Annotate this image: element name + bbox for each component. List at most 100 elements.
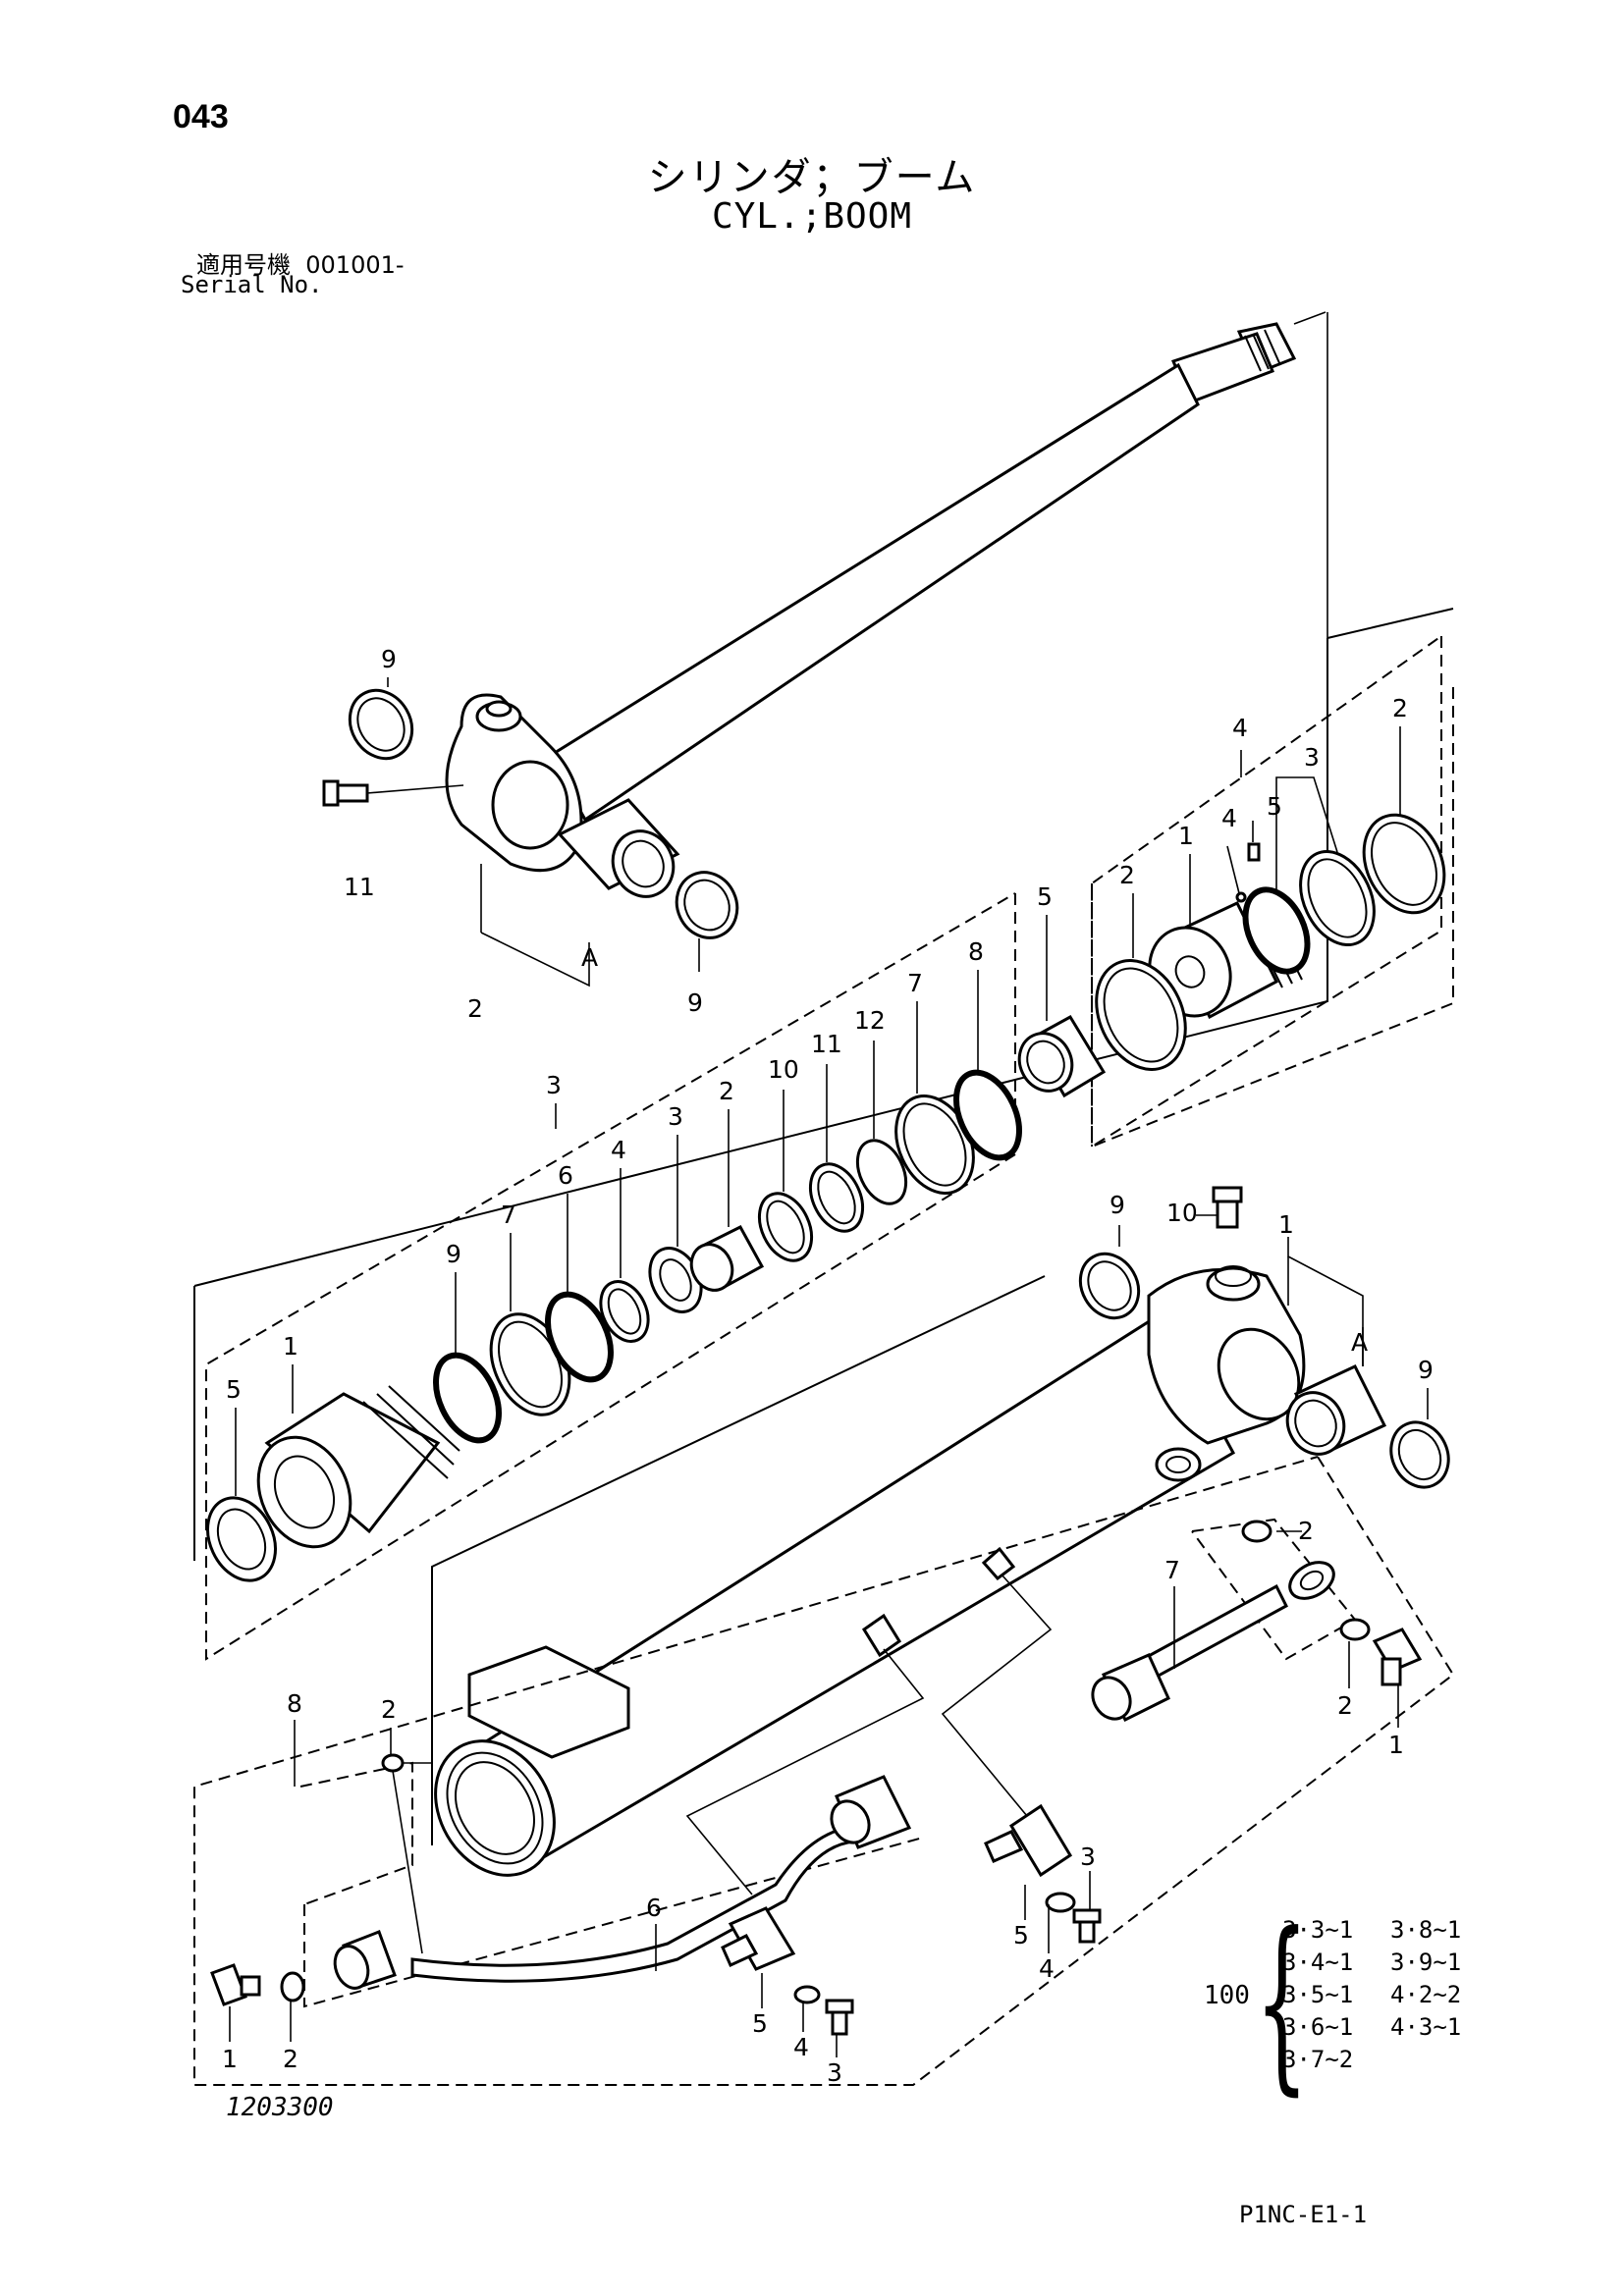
tube-seal-ring-9: [1078, 1252, 1141, 1320]
callout-pipe-2: 2: [381, 1695, 397, 1724]
callout-rod-2: 2: [467, 994, 483, 1023]
leader-2-bracket: [480, 932, 590, 988]
callout-head-8: 8: [968, 937, 984, 966]
piston-rod: [547, 311, 1328, 1001]
pipe-group-box-top: [299, 1761, 413, 1905]
kit-entry: 3·8~1: [1390, 1916, 1462, 1944]
callout-rod-11: 11: [344, 873, 375, 901]
page-number: 043: [173, 98, 229, 135]
pipe-oring-2-top: [381, 1753, 405, 1773]
callout-pipe-5: 5: [752, 2009, 768, 2038]
callout-piston-5: 5: [1267, 792, 1282, 821]
callout-piston-3: 3: [1304, 743, 1320, 772]
clamp-bolt-left: [825, 1999, 854, 2036]
head-seal-3-inner: [659, 1258, 692, 1302]
rod-eye: [445, 693, 583, 873]
callout-fit-2b: 2: [1337, 1691, 1353, 1720]
callout-head-12: 12: [854, 1006, 886, 1035]
callout-head-group: 3: [546, 1071, 562, 1099]
clamp-washer-left: [793, 1985, 821, 2004]
callout-bushing-5: 5: [1037, 882, 1053, 911]
leader-pipe-link: [392, 1770, 423, 1954]
leader-11: [366, 784, 464, 794]
tube-frame: [431, 1275, 1046, 1845]
tube-clamp-top: [981, 1546, 1016, 1581]
kit-entry: 3·3~1: [1282, 1916, 1354, 1944]
callout-fit-2a: 2: [1298, 1517, 1314, 1545]
callout-tube-A: A: [1351, 1328, 1368, 1357]
kit-entry: 3·4~1: [1282, 1949, 1354, 1976]
piston-ring-2-left-inner: [1103, 967, 1179, 1063]
rod-seal-ring-9b-inner: [683, 879, 731, 932]
pipe-adapter-1: [210, 1963, 261, 2006]
kit-entry: 3·7~2: [1282, 2046, 1354, 2073]
piston-ball-4: [1235, 891, 1247, 903]
pipe-group-box: [303, 1837, 924, 2008]
fitting-plug-1: [1372, 1628, 1423, 1686]
fitting-oring-2b: [1339, 1618, 1371, 1641]
cylinder-tube: [434, 1312, 1236, 1877]
callout-piston-4: 4: [1221, 804, 1237, 832]
callout-tube-10: 10: [1166, 1199, 1198, 1227]
callout-tube-1: 1: [1278, 1210, 1294, 1239]
rod-frame-left: [193, 638, 1328, 1287]
leader-piston-3: [1275, 776, 1338, 889]
leader-clamp-path-top: [941, 1574, 1053, 1817]
pipe-oring-2-bottom: [280, 1971, 305, 2002]
callout-head-6: 6: [558, 1161, 573, 1190]
callout-head-3: 3: [668, 1102, 683, 1131]
callout-head-11: 11: [811, 1030, 842, 1058]
head-oring-6: [545, 1291, 614, 1383]
bushing-5: [1017, 1014, 1107, 1098]
callout-fit-1: 1: [1388, 1731, 1404, 1759]
footer-code: P1NC-E1-1: [1239, 2201, 1368, 2228]
fitting-union: [1091, 1561, 1335, 1723]
tube-grease-fitting-10: [1212, 1186, 1243, 1229]
clamp-bolt-right: [1072, 1908, 1102, 1944]
seal-kit-entries: 3·3~1 3·8~1 3·4~1 3·9~1 3·5~1 4·2~2 3·6~…: [1282, 1916, 1498, 2073]
callout-head-5: 5: [226, 1375, 242, 1404]
piston-ring-2-right-inner: [1371, 822, 1437, 906]
serial-label-japanese: 適用号機 001001-: [196, 245, 405, 280]
head-ring-4: [599, 1280, 650, 1343]
tube-bushing: [1285, 1364, 1387, 1456]
cylinder-head: [256, 1385, 460, 1549]
kit-entry: 3·5~1: [1282, 1981, 1354, 2008]
kit-entry: 4·2~2: [1390, 1981, 1462, 2008]
head-ring-7-inner: [902, 1102, 967, 1187]
callout-head-10: 10: [768, 1055, 799, 1084]
serial-ja-label: 適用号機: [196, 251, 291, 279]
clamp-bracket-right: [984, 1803, 1073, 1878]
fitting-group-box: [193, 1456, 1455, 2086]
tube-seal-ring-9-right: [1389, 1420, 1450, 1489]
rod-seal-ring-9b: [675, 871, 739, 939]
title-english: CYL.;BOOM: [711, 196, 913, 237]
piston-setscrew-5: [1247, 842, 1261, 862]
callout-pipe-1: 1: [222, 2045, 238, 2073]
callout-tube-9: 9: [1110, 1191, 1125, 1219]
piston-ring-3: [1299, 849, 1376, 947]
callout-pipe-4: 4: [793, 2033, 809, 2061]
head-bushing-2: [689, 1225, 765, 1292]
callout-rod-9-bottom: 9: [687, 988, 703, 1017]
callout-fit-7: 7: [1164, 1556, 1180, 1584]
seal-kit-brace: {: [1255, 1894, 1309, 2112]
callout-pipe-8: 8: [287, 1689, 302, 1718]
head-oring-8: [953, 1069, 1022, 1161]
callout-piston-group: 4: [1232, 714, 1248, 742]
kit-entry: 3·9~1: [1390, 1949, 1462, 1976]
head-dust-seal-5: [206, 1496, 277, 1582]
callout-head-4: 4: [611, 1136, 626, 1164]
tube-port: [1155, 1447, 1202, 1482]
serial-label-english: Serial No.: [181, 271, 323, 298]
callout-piston-2-right: 2: [1392, 694, 1408, 722]
clamp-washer-right: [1045, 1892, 1076, 1913]
hydraulic-pipe-6: [333, 1775, 912, 1990]
tube-clamp-mid: [861, 1613, 902, 1658]
piston-ring-3-inner: [1307, 858, 1368, 938]
clamp-bracket-left: [721, 1906, 796, 1971]
callout-head-1: 1: [283, 1332, 298, 1361]
callout-rod-9-top: 9: [381, 645, 397, 673]
seal-kit-quantity: 100: [1204, 1981, 1250, 2010]
